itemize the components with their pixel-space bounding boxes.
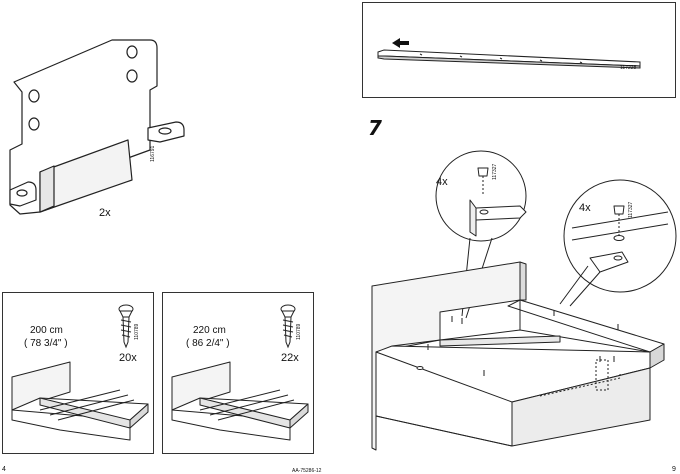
slat-part-number: 117228 (620, 65, 637, 71)
left-page-number: 4 (2, 466, 6, 473)
callout-left-part-number: 117327 (492, 163, 498, 180)
step-number: 7 (368, 116, 382, 140)
document-code: AA-75286-12 (292, 468, 322, 474)
option-a-size-inch: ( 78 3/4" ) (24, 338, 68, 349)
option-b-size-cm: 220 cm (193, 325, 226, 336)
callout-right-quantity: 4x (579, 202, 591, 214)
option-a-size-cm: 200 cm (30, 325, 63, 336)
slat-inset-box (362, 2, 676, 98)
option-b-quantity: 22x (281, 352, 299, 364)
option-b-size-inch: ( 86 2/4" ) (186, 338, 230, 349)
option-a-quantity: 20x (119, 352, 137, 364)
callout-left-quantity: 4x (436, 176, 448, 188)
right-page-number: 9 (672, 466, 676, 473)
callout-right-part-number: 117327 (628, 201, 634, 218)
bracket-quantity: 2x (99, 207, 111, 219)
